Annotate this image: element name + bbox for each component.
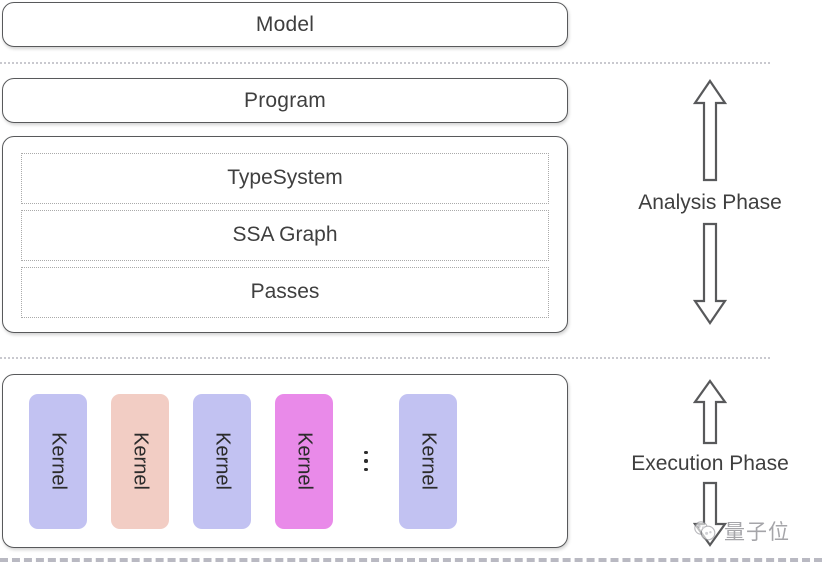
model-block: Model [2,2,568,47]
arrow-down-icon [693,222,727,325]
program-block-label: Program [244,89,326,112]
divider-middle [0,357,770,359]
analysis-phase-group: Analysis Phase [608,78,812,326]
analysis-row-passes-label: Passes [250,280,320,303]
kernel-box-label: Kernel [129,432,152,490]
divider-bottom [0,558,822,562]
analysis-row-ssa-graph: SSA Graph [21,210,549,261]
kernel-box-label: Kernel [47,432,70,490]
analysis-row-ssa-graph-label: SSA Graph [232,223,338,246]
kernel-box: Kernel [275,393,333,529]
analysis-row-passes: Passes [21,267,549,318]
kernel-box-label: Kernel [211,432,234,490]
kernel-execution-block: Kernel Kernel Kernel Kernel Kernel [2,374,568,548]
speech-bubbles-logo-icon [694,521,716,541]
kernel-box-label: Kernel [417,432,440,490]
kernel-box-label: Kernel [293,432,316,490]
analysis-components-block: TypeSystem SSA Graph Passes [2,136,568,333]
kernel-ellipsis-icon [333,450,399,472]
analysis-row-typesystem-label: TypeSystem [227,166,343,189]
model-block-label: Model [255,13,315,36]
kernel-box: Kernel [111,393,169,529]
kernel-box: Kernel [29,393,87,529]
program-block: Program [2,78,568,123]
watermark: 量子位 [692,516,790,546]
kernel-box: Kernel [399,393,457,529]
analysis-row-typesystem: TypeSystem [21,153,549,204]
execution-phase-label: Execution Phase [631,452,789,475]
kernel-track: Kernel Kernel Kernel Kernel Kernel [3,375,567,547]
arrow-up-icon [693,379,727,445]
arrow-up-icon [693,79,727,182]
watermark-text: 量子位 [724,520,790,544]
divider-top [0,62,770,64]
analysis-phase-label: Analysis Phase [638,191,782,214]
kernel-box: Kernel [193,393,251,529]
